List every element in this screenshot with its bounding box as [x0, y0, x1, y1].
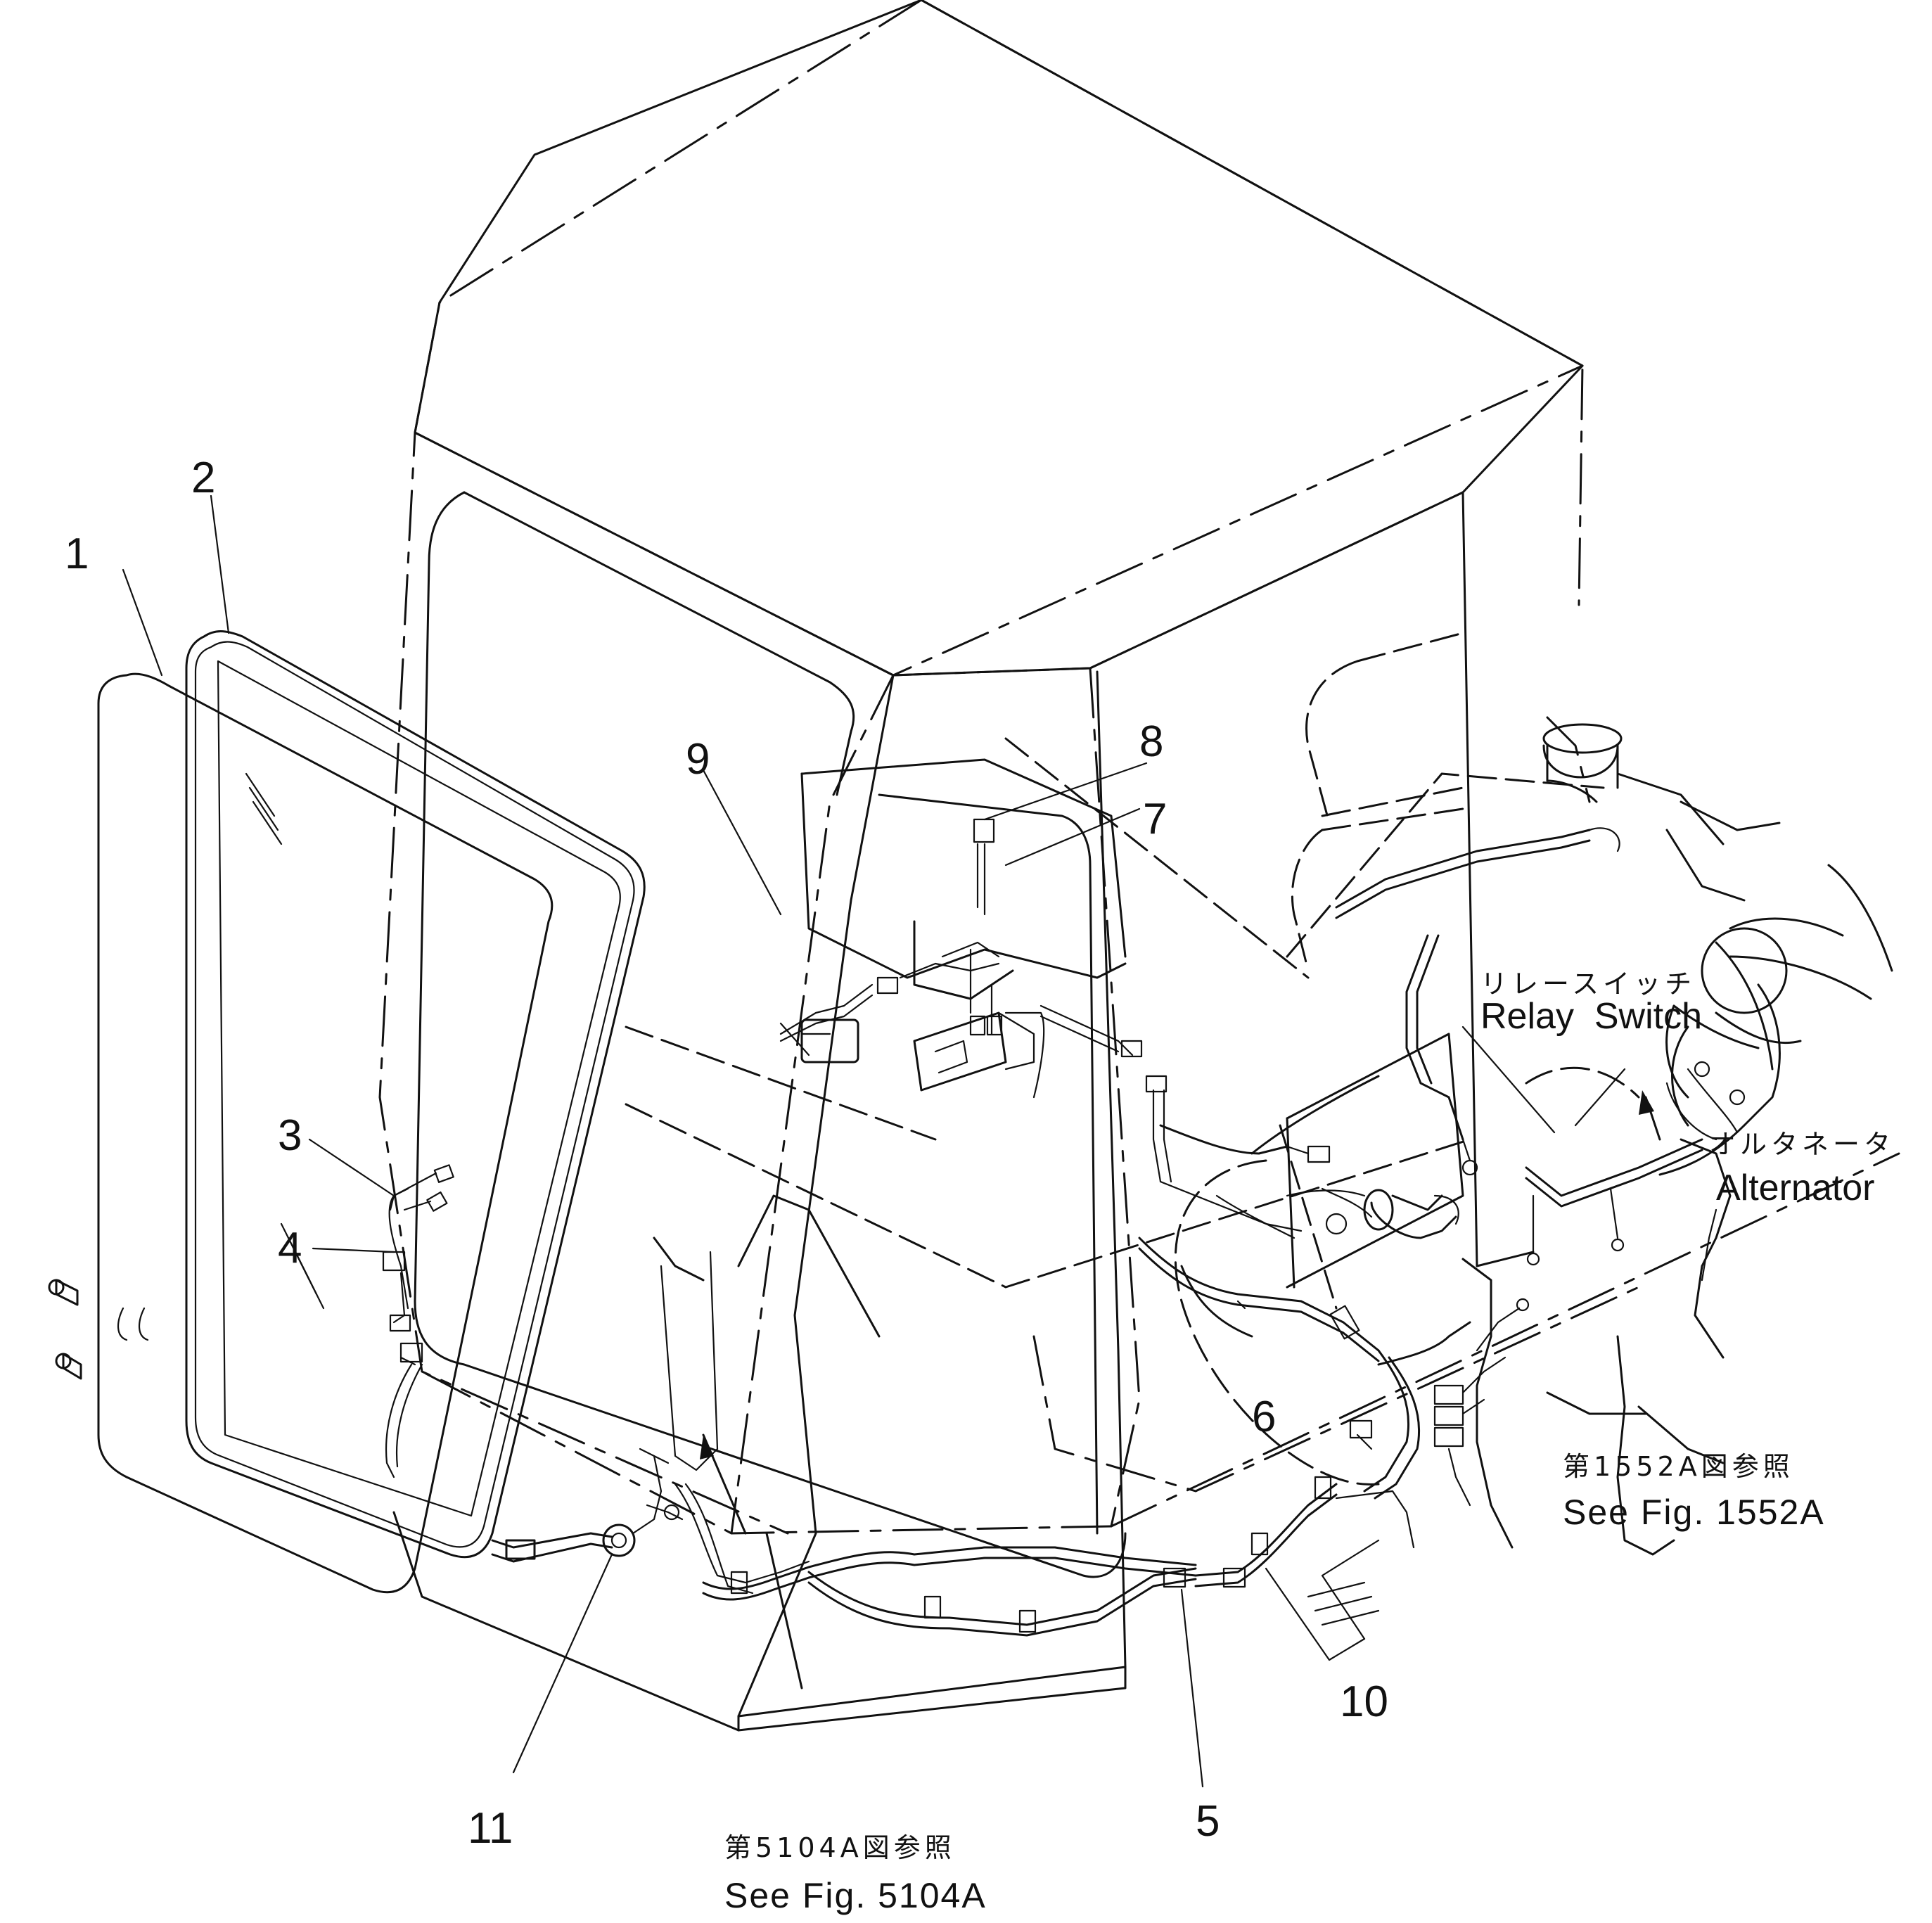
harness-bottom [491, 1448, 1338, 1637]
ref-5104-label-en: See Fig. 5104A [724, 1876, 987, 1915]
callout-6: 6 [1252, 1393, 1276, 1441]
ref-arrows [700, 1090, 1661, 1689]
callout-2: 2 [191, 454, 215, 502]
callout-5: 5 [1196, 1797, 1220, 1846]
harness-upper [779, 758, 1172, 1183]
relay-switch-device [1363, 1189, 1459, 1239]
callout-4: 4 [278, 1224, 302, 1272]
callout-11: 11 [468, 1804, 513, 1853]
relay-switch-label-jp: リレースイッチ [1480, 969, 1696, 999]
alternator-pulley [1175, 1159, 1380, 1486]
window-glass [97, 672, 554, 1594]
engine [1291, 632, 1893, 1556]
callout-9: 9 [686, 735, 710, 784]
text-labels: リレースイッチ Relay Switch オルタネータ Alternator 第… [724, 969, 1895, 1915]
alternator-label-jp: オルタネータ [1709, 1129, 1895, 1160]
callout-1: 1 [65, 530, 89, 578]
harness-alternator [1286, 827, 1746, 1266]
callout-7: 7 [1143, 795, 1167, 843]
callout-8: 8 [1139, 717, 1163, 766]
ref-1552-label-en: See Fig. 1552A [1563, 1493, 1825, 1532]
leader-lines [122, 494, 1717, 1788]
window-frame [185, 630, 646, 1559]
callouts: 1 2 3 4 5 6 7 8 9 10 11 [65, 454, 1388, 1853]
cab-body [392, 0, 1584, 1732]
ref-5104-label-jp: 第5104A図参照 [724, 1832, 956, 1863]
relay-switch-label-en: Relay Switch [1480, 996, 1702, 1037]
relay-panel [913, 1011, 1035, 1092]
callout-10: 10 [1340, 1678, 1388, 1726]
alternator-label-en: Alternator [1716, 1168, 1874, 1208]
callout-3: 3 [278, 1111, 302, 1160]
cab-outline [378, 0, 1900, 1535]
harness-right [1138, 1075, 1530, 1549]
ref-1552-label-jp: 第1552A図参照 [1563, 1451, 1794, 1482]
cab-windows [414, 491, 1127, 1578]
pins [48, 1279, 82, 1380]
